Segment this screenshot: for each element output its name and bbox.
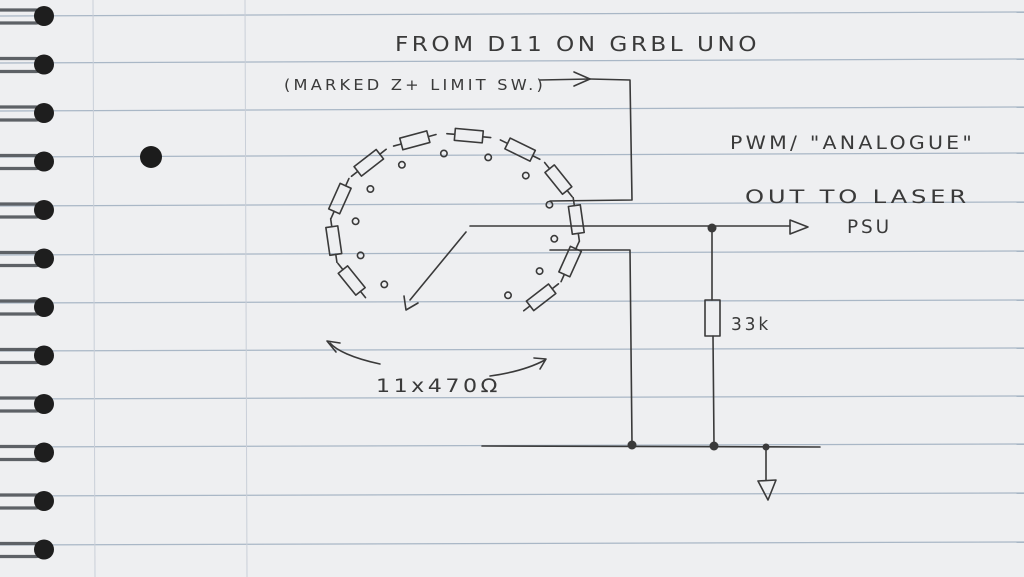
ring-resistor xyxy=(446,127,492,144)
binding-hole xyxy=(34,248,54,269)
ring-resistor-lead xyxy=(350,170,359,178)
tap-contact xyxy=(366,185,375,194)
tap-contact xyxy=(535,267,544,276)
ring-resistor-lead xyxy=(543,161,551,170)
ring-resistor-lead xyxy=(560,273,566,283)
binding-hole xyxy=(34,151,54,172)
tap-contact xyxy=(503,291,512,300)
ring-resistor-lead xyxy=(499,139,509,145)
ground-icon xyxy=(757,479,777,501)
ring-resistor-lead xyxy=(481,136,492,139)
junction-dot xyxy=(627,440,637,450)
input-arrow-line xyxy=(539,78,591,81)
tap-contact xyxy=(521,171,530,180)
wiper-arrowhead xyxy=(403,295,419,311)
tap-contact xyxy=(484,153,493,162)
spiral-binding xyxy=(0,6,54,560)
ring-resistor-lead xyxy=(577,232,581,243)
note-source: FROM D11 ON GRBL UNO xyxy=(395,32,760,56)
ring-resistor-lead xyxy=(572,196,576,207)
label-arc-right xyxy=(489,359,546,377)
ring-resistor-lead xyxy=(551,283,560,290)
label-arc-left xyxy=(329,342,381,365)
note-out-to-laser: OUT TO LASER xyxy=(745,186,970,208)
binding-hole xyxy=(34,394,54,414)
punched-hole xyxy=(140,146,162,168)
ring-resistor-lead xyxy=(329,218,333,228)
junction-dot xyxy=(707,223,717,233)
resistor-value-label: 33k xyxy=(731,314,771,335)
input-wire xyxy=(549,78,633,202)
ladder-label: 11x470Ω xyxy=(376,375,501,397)
tap-contact xyxy=(545,200,554,209)
junction-dot xyxy=(709,441,719,451)
tap-contact xyxy=(356,251,365,260)
ring-resistor-lead xyxy=(575,240,580,250)
ring-resistor-lead xyxy=(330,210,335,220)
ring-resistor xyxy=(558,240,583,283)
tap-contact xyxy=(380,280,389,289)
note-pwm: PWM/ "ANALOGUE" xyxy=(730,132,975,154)
wiper-line xyxy=(409,231,467,301)
ring-resistor-lead xyxy=(392,143,403,147)
junction-dot xyxy=(762,443,770,451)
ring-resistor xyxy=(543,161,573,198)
junction-dots xyxy=(627,223,770,451)
ring-resistor xyxy=(392,130,437,151)
tap-contact xyxy=(439,149,448,158)
binding-hole xyxy=(34,539,54,560)
ring-resistor-lead xyxy=(566,189,573,198)
binding-hole xyxy=(34,200,54,220)
label-arc-left-head xyxy=(326,340,341,353)
note-psu: PSU xyxy=(847,216,892,238)
resistor-ring xyxy=(325,127,586,312)
ring-resistor-lead xyxy=(427,133,437,138)
ring-resistor-lead xyxy=(379,148,387,156)
margin-lines xyxy=(92,0,248,577)
ring-resistor xyxy=(567,196,586,243)
ring-resistor-lead xyxy=(531,154,541,161)
tap-contact xyxy=(351,217,360,226)
ring-resistor-lead xyxy=(334,253,338,264)
ring-resistor xyxy=(522,283,560,312)
tap-contact xyxy=(397,160,406,169)
binding-hole xyxy=(34,491,54,511)
ring-resistor-lead xyxy=(522,305,531,312)
ring-resistor-lead xyxy=(337,262,344,271)
ring-resistor xyxy=(337,262,367,299)
ring-resistor xyxy=(327,177,352,220)
ring-resistor-lead xyxy=(446,132,456,136)
resistor-lead-bottom xyxy=(712,335,715,445)
ring-resistor xyxy=(350,148,387,178)
binding-hole xyxy=(34,6,54,26)
binding-hole xyxy=(34,54,54,75)
ring-resistor-lead xyxy=(359,290,367,299)
binding-hole xyxy=(34,103,54,123)
ring-resistor xyxy=(499,137,541,162)
binding-hole xyxy=(34,442,54,463)
tap-contact xyxy=(550,234,559,243)
ring-resistor-lead xyxy=(344,177,350,187)
label-arc-right-head xyxy=(533,357,547,370)
note-marking: (MARKED Z+ LIMIT SW.) xyxy=(284,76,546,94)
ring-resistor xyxy=(325,218,343,264)
output-arrowhead xyxy=(789,219,809,235)
binding-hole xyxy=(34,297,54,317)
binding-hole xyxy=(34,345,54,366)
